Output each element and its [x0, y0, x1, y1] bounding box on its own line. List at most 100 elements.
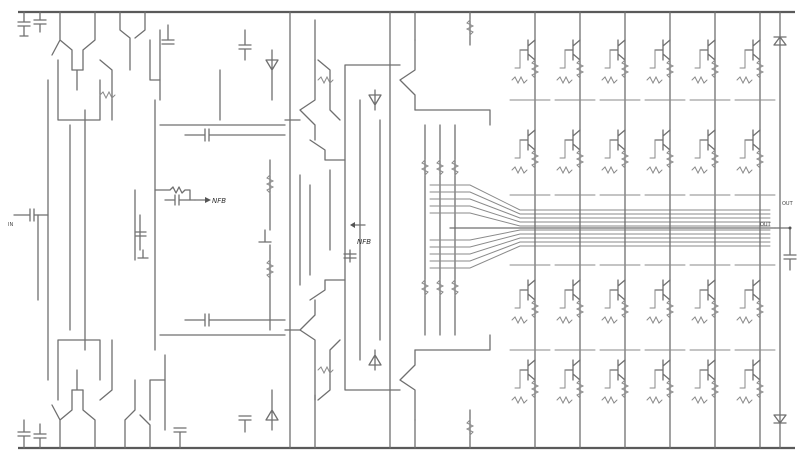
base-resistor — [646, 395, 663, 405]
output-transistor — [744, 359, 761, 381]
output-transistor — [564, 39, 581, 61]
output-transistor — [654, 279, 671, 301]
base-resistor — [691, 315, 708, 325]
emitter-resistor — [620, 379, 630, 399]
output-transistor — [699, 129, 716, 151]
output-transistor — [699, 39, 716, 61]
base-resistor — [601, 165, 618, 175]
base-wire — [604, 49, 611, 69]
output-transistor — [519, 279, 536, 301]
bottom-diff-pair — [51, 339, 187, 449]
base-resistor — [556, 395, 573, 405]
base-resistor — [646, 165, 663, 175]
base-wire — [559, 289, 566, 309]
base-wire — [649, 139, 656, 159]
emitter-resistor — [755, 299, 765, 319]
emitter-resistor — [530, 59, 540, 79]
base-wire — [739, 49, 746, 69]
output-transistor — [744, 39, 761, 61]
output-transistor — [744, 129, 761, 151]
base-resistor — [646, 315, 663, 325]
output-transistor — [609, 39, 626, 61]
base-wire — [604, 289, 611, 309]
emitter-resistor — [530, 299, 540, 319]
emitter-resistor-bus — [429, 184, 776, 269]
output-transistor — [564, 129, 581, 151]
emitter-resistor — [665, 379, 675, 399]
base-wire — [604, 139, 611, 159]
output-transistor-bank — [509, 11, 776, 449]
emitter-resistor — [620, 299, 630, 319]
decoupling-caps-bottom — [17, 419, 47, 449]
base-wire — [514, 139, 521, 159]
base-resistor — [511, 395, 528, 405]
svg-text:IN: IN — [8, 222, 13, 228]
output-node: OUT OUT — [760, 11, 797, 449]
nfb-mid-label: NFB — [357, 238, 371, 246]
output-transistor — [564, 359, 581, 381]
predriver-stage — [399, 11, 491, 449]
out-node-label: OUT — [760, 222, 772, 228]
emitter-resistor — [620, 59, 630, 79]
base-wire — [559, 49, 566, 69]
base-wire — [739, 369, 746, 389]
emitter-resistor — [665, 299, 675, 319]
output-transistor — [699, 359, 716, 381]
base-resistor — [646, 75, 663, 85]
base-resistor — [736, 165, 753, 175]
base-wire — [694, 139, 701, 159]
base-resistor — [601, 75, 618, 85]
output-transistor — [564, 279, 581, 301]
emitter-resistor — [620, 149, 630, 169]
base-wire — [514, 289, 521, 309]
emitter-resistor — [665, 149, 675, 169]
output-transistor — [654, 359, 671, 381]
base-wire — [649, 289, 656, 309]
output-transistor — [519, 129, 536, 151]
output-transistor — [654, 39, 671, 61]
emitter-resistor — [710, 379, 720, 399]
emitter-resistor — [530, 149, 540, 169]
emitter-resistor — [575, 299, 585, 319]
vas-column — [219, 11, 291, 449]
output-transistor — [609, 279, 626, 301]
emitter-resistor — [755, 59, 765, 79]
base-resistor — [556, 75, 573, 85]
base-resistor — [511, 315, 528, 325]
decoupling-caps-top — [17, 11, 47, 37]
input-stage: IN — [8, 79, 49, 381]
base-wire — [649, 369, 656, 389]
base-wire — [694, 49, 701, 69]
emitter-resistor — [710, 299, 720, 319]
emitter-resistor — [755, 149, 765, 169]
base-resistor — [691, 395, 708, 405]
emitter-resistor — [575, 379, 585, 399]
emitter-resistor — [575, 149, 585, 169]
emitter-resistor — [755, 379, 765, 399]
base-wire — [649, 49, 656, 69]
top-diff-pair — [51, 11, 175, 121]
center-block: NFB — [343, 11, 401, 449]
output-transistor — [609, 129, 626, 151]
base-resistor — [556, 165, 573, 175]
nfb-top-label: NFB — [212, 197, 226, 205]
base-resistor — [691, 165, 708, 175]
output-transistor — [519, 39, 536, 61]
base-wire — [514, 369, 521, 389]
base-wire — [739, 289, 746, 309]
base-resistor — [511, 165, 528, 175]
supply-rails — [18, 10, 795, 450]
emitter-resistor — [665, 59, 675, 79]
base-wire — [739, 139, 746, 159]
base-resistor — [736, 75, 753, 85]
emitter-resistor — [710, 59, 720, 79]
emitter-resistor — [710, 149, 720, 169]
base-wire — [694, 289, 701, 309]
output-transistor — [519, 359, 536, 381]
nfb-network: NFB — [154, 186, 226, 206]
base-wire — [514, 49, 521, 69]
base-resistor — [601, 395, 618, 405]
output-transistor — [744, 279, 761, 301]
base-resistor — [601, 315, 618, 325]
coupling-caps — [159, 124, 286, 336]
